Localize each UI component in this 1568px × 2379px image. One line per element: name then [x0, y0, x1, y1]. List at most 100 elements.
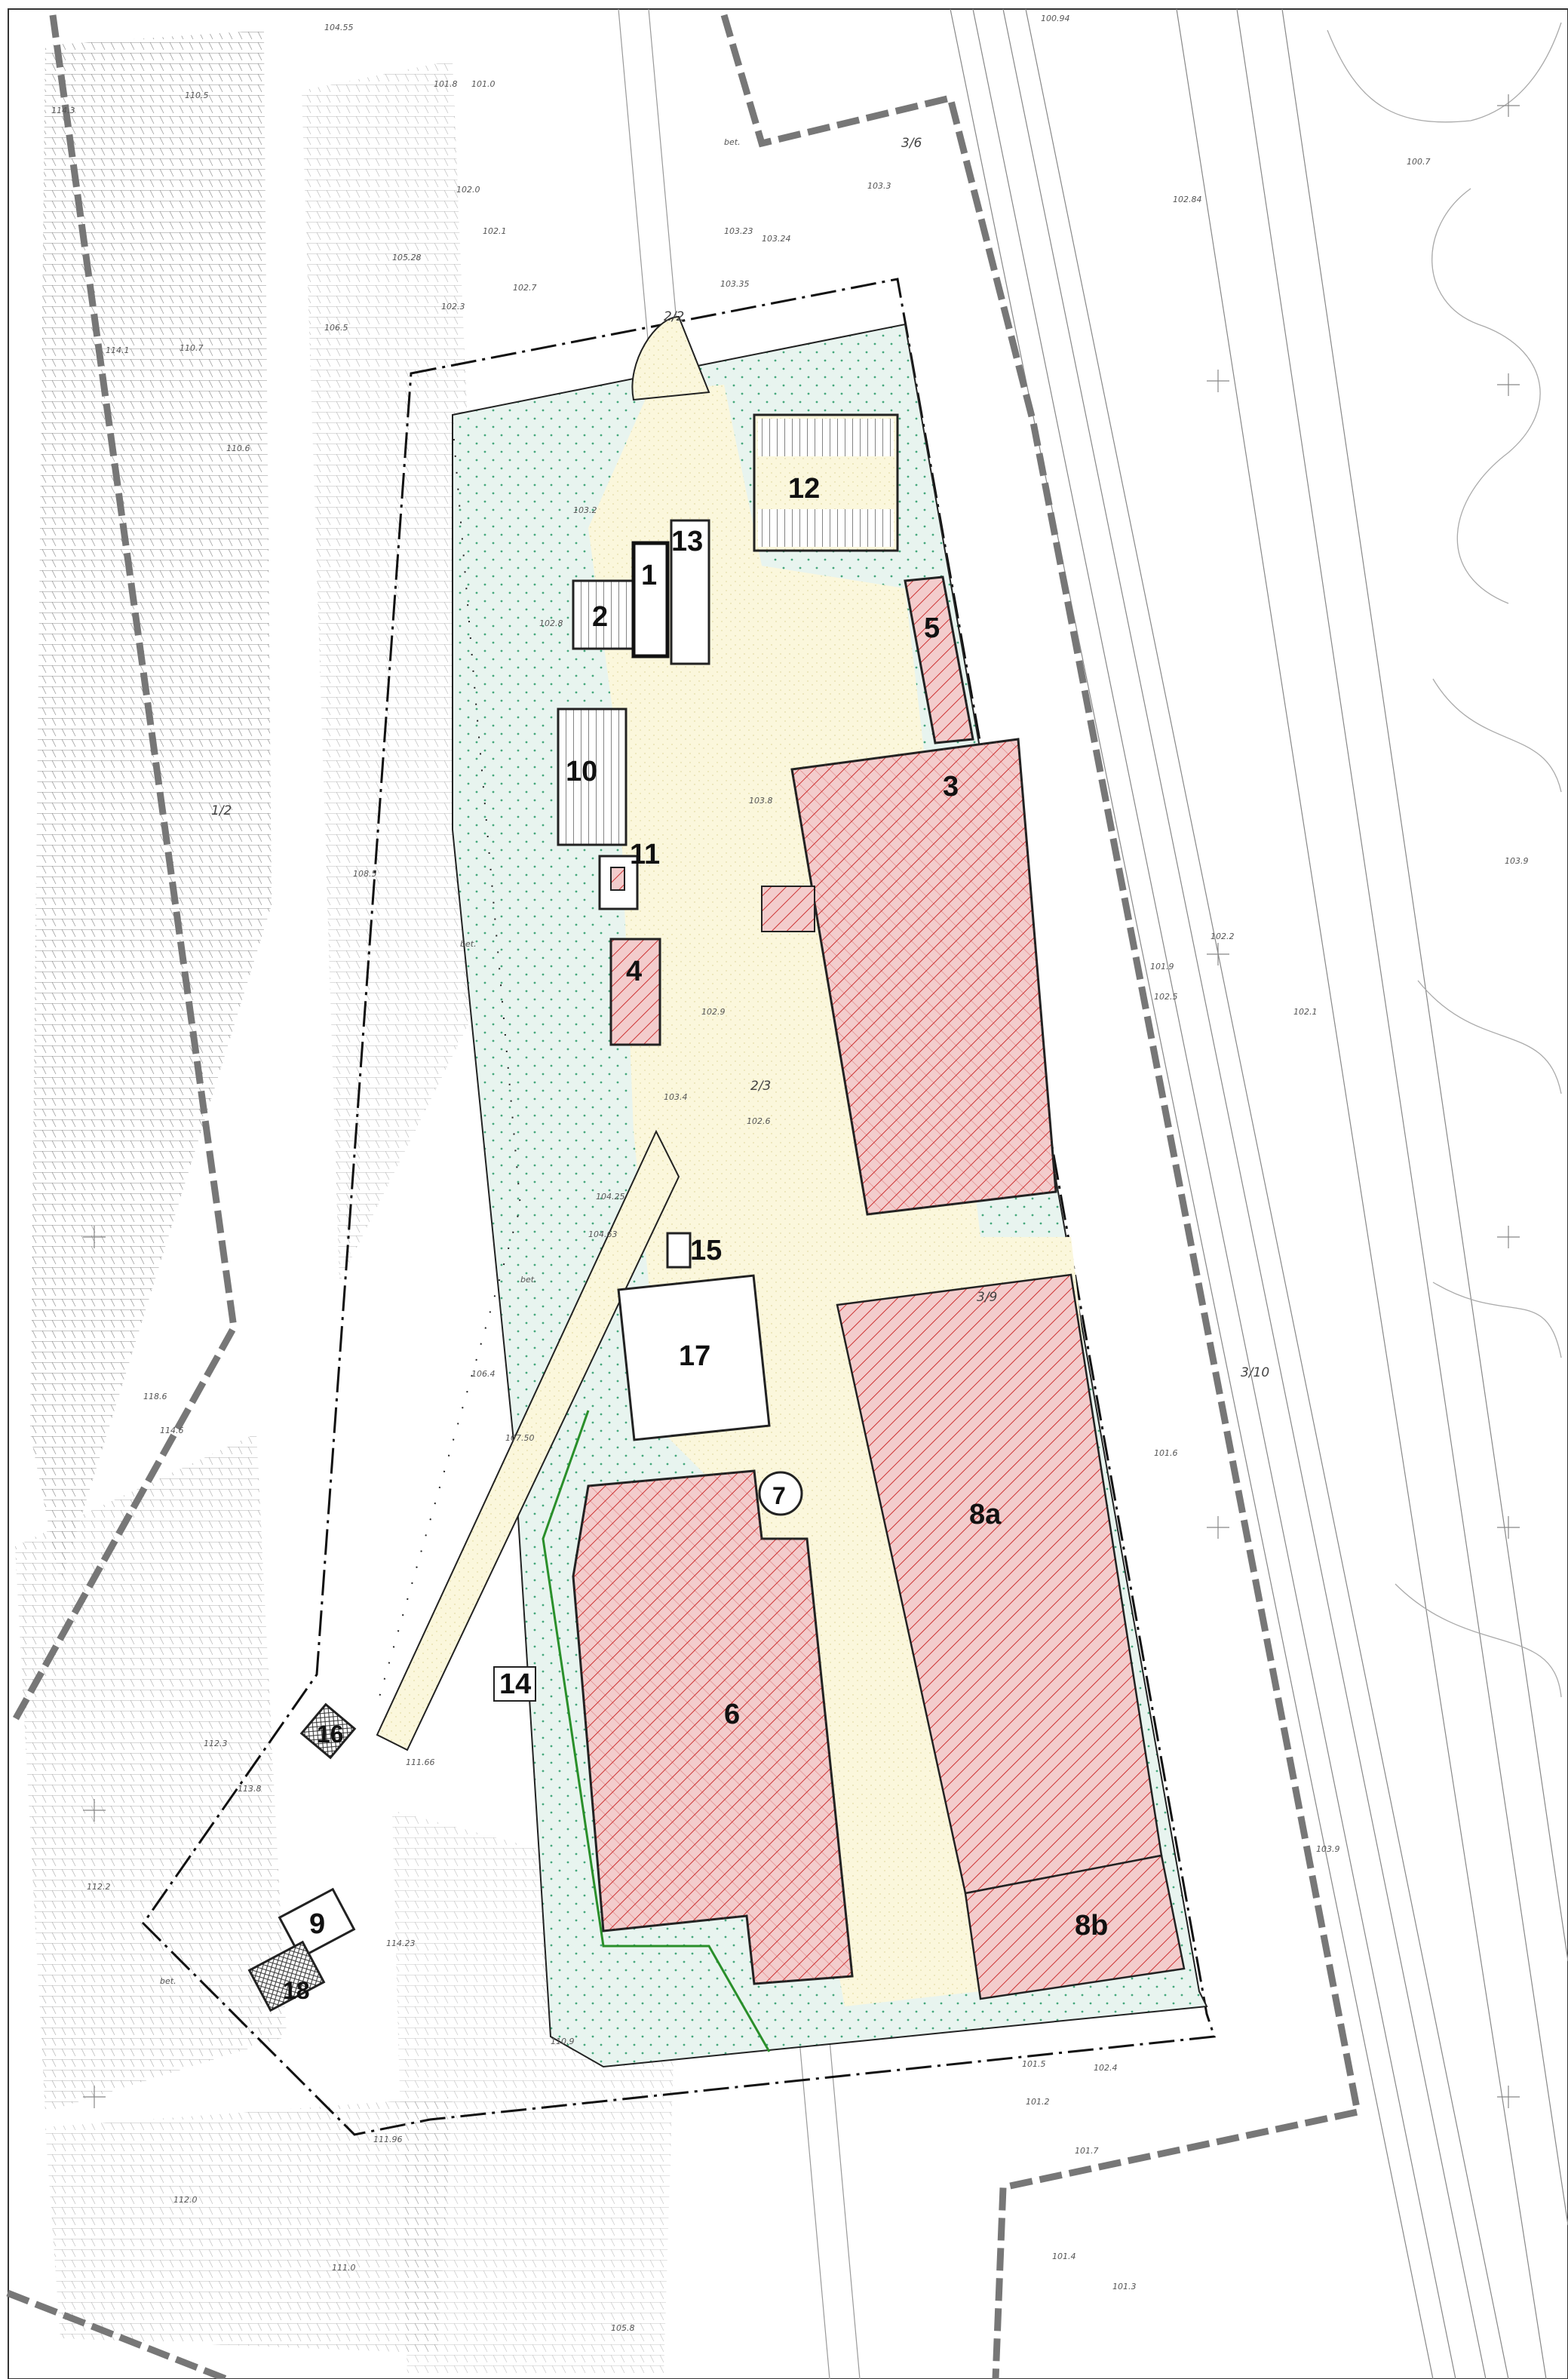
elevation-spot: 101.4 [1052, 2252, 1076, 2261]
building-5[interactable] [904, 576, 974, 744]
footpath-green [542, 1410, 771, 2052]
elevation-spot: 101.0 [471, 79, 496, 89]
label-building-8b: 8b [1075, 1910, 1108, 1942]
elevation-spot: 103.4 [664, 1092, 688, 1102]
building-18[interactable] [247, 1940, 326, 2012]
item-14-tag [493, 1666, 536, 1702]
building-17[interactable] [617, 1274, 771, 1441]
parking-12-stalls-top [758, 419, 894, 456]
label-building-4: 4 [626, 956, 642, 987]
elevation-spot: 110.6 [226, 444, 250, 453]
site-fence [376, 422, 522, 1705]
elevation-spot: 101.9 [1150, 962, 1174, 972]
elevation-spot: 103.9 [1316, 1844, 1340, 1854]
elevation-spot: 103.2 [573, 505, 597, 515]
elevation-spot: 102.0 [456, 185, 480, 195]
label-building-18: 18 [283, 1977, 310, 2004]
parcel-label: 2/2 [664, 309, 684, 324]
building-4[interactable] [609, 938, 661, 1046]
label-building-16: 16 [317, 1721, 344, 1748]
elevation-spot: 105.28 [392, 253, 422, 262]
entrance-road [631, 315, 710, 401]
building-8b[interactable] [964, 1854, 1186, 2000]
elevation-spot: 108.5 [353, 869, 377, 879]
elevation-spot: 105.8 [611, 2323, 635, 2333]
elevation-spot: 111.0 [332, 2263, 356, 2273]
elevation-spot: 107.50 [505, 1433, 535, 1443]
building-9[interactable] [278, 1887, 356, 1960]
terrain-slopes [15, 30, 679, 2376]
elevation-spot: 102.6 [747, 1116, 771, 1126]
elevation-spot: 102.7 [513, 283, 537, 293]
building-11-inner [610, 867, 625, 891]
elevation-spots: 101.0 102.0 102.1 103.3 103.23 103.24 10… [51, 14, 1529, 2333]
parcel-label: 1/2 [211, 803, 232, 818]
label-building-3: 3 [943, 771, 959, 803]
parking-12-stalls-bottom [758, 509, 894, 547]
elevation-spot: 112.0 [173, 2195, 198, 2205]
elevation-spot: 102.3 [441, 302, 465, 312]
elevation-spot: 112.3 [204, 1739, 228, 1748]
grid-crosses [83, 94, 1520, 2108]
label-building-2: 2 [592, 601, 608, 633]
elevation-spot: 111.96 [373, 2135, 403, 2144]
label-building-7: 7 [772, 1482, 786, 1509]
building-3-hatch-overlay [792, 739, 1056, 1214]
elevation-spot: 101.8 [434, 79, 458, 89]
access-road [376, 1129, 680, 1751]
building-13[interactable] [670, 519, 710, 665]
surface-label: bet. [160, 1976, 176, 1986]
elevation-spot: 103.23 [724, 226, 753, 236]
elevation-spot: 113.8 [238, 1784, 262, 1794]
label-building-5: 5 [924, 612, 940, 644]
elevation-spot: 102.2 [1211, 932, 1235, 941]
building-16[interactable] [299, 1702, 357, 1760]
elevation-spot: 100.7 [1407, 157, 1431, 167]
elevation-spot: 101.7 [1075, 2146, 1099, 2156]
elevation-spot: 102.9 [701, 1007, 726, 1017]
elevation-spot: 104.55 [324, 23, 354, 32]
parcel-label: 3/10 [1241, 1365, 1269, 1380]
elevation-spot: 101.2 [1026, 2097, 1050, 2107]
elevation-spot: 106.4 [471, 1369, 496, 1379]
label-building-13: 13 [671, 526, 703, 557]
elevation-spot: 102.1 [483, 226, 507, 236]
elevation-spot: 106.5 [324, 323, 348, 333]
elevation-spot: 112.2 [87, 1882, 111, 1892]
building-15[interactable] [666, 1232, 692, 1269]
elevation-spot: 102.1 [1293, 1007, 1318, 1017]
elevation-spot: 110.5 [185, 91, 209, 100]
building-6-hatch-overlay [573, 1471, 852, 1984]
elevation-spot: 114.6 [160, 1426, 184, 1435]
outer-boundary [6, 14, 1362, 2379]
elevation-spot: 103.24 [762, 234, 791, 244]
label-building-9: 9 [309, 1908, 325, 1940]
label-building-8a: 8a [969, 1499, 1002, 1530]
label-building-1: 1 [641, 560, 657, 591]
label-building-17: 17 [679, 1340, 710, 1372]
elevation-spot: 110.9 [551, 2037, 575, 2046]
elevation-spot: 104.25 [596, 1192, 625, 1202]
building-1[interactable] [631, 541, 670, 658]
elevation-spot: 111.66 [406, 1757, 435, 1767]
elevation-spot: 114.3 [51, 106, 75, 115]
label-building-11: 11 [630, 839, 660, 870]
elevation-spot: 104.63 [588, 1229, 618, 1239]
elevation-spot: 110.7 [180, 343, 204, 353]
label-building-14: 14 [499, 1668, 531, 1700]
label-building-6: 6 [724, 1699, 740, 1730]
elevation-spot: 101.3 [1112, 2282, 1137, 2292]
surface-label: bet. [460, 939, 477, 949]
building-7[interactable] [758, 1471, 803, 1516]
surface-label: bet. [520, 1275, 537, 1285]
elevation-spot: 100.94 [1041, 14, 1070, 23]
elevation-spot: 101.6 [1154, 1448, 1178, 1458]
elevation-spot: 102.5 [1154, 992, 1178, 1002]
building-10[interactable] [557, 708, 628, 846]
label-building-12: 12 [788, 473, 820, 505]
elevation-spot: 103.35 [720, 279, 750, 289]
parcel-label: 3/6 [901, 136, 922, 151]
elevation-spot: 102.4 [1094, 2063, 1118, 2073]
parcel-label: 2/3 [750, 1079, 771, 1094]
